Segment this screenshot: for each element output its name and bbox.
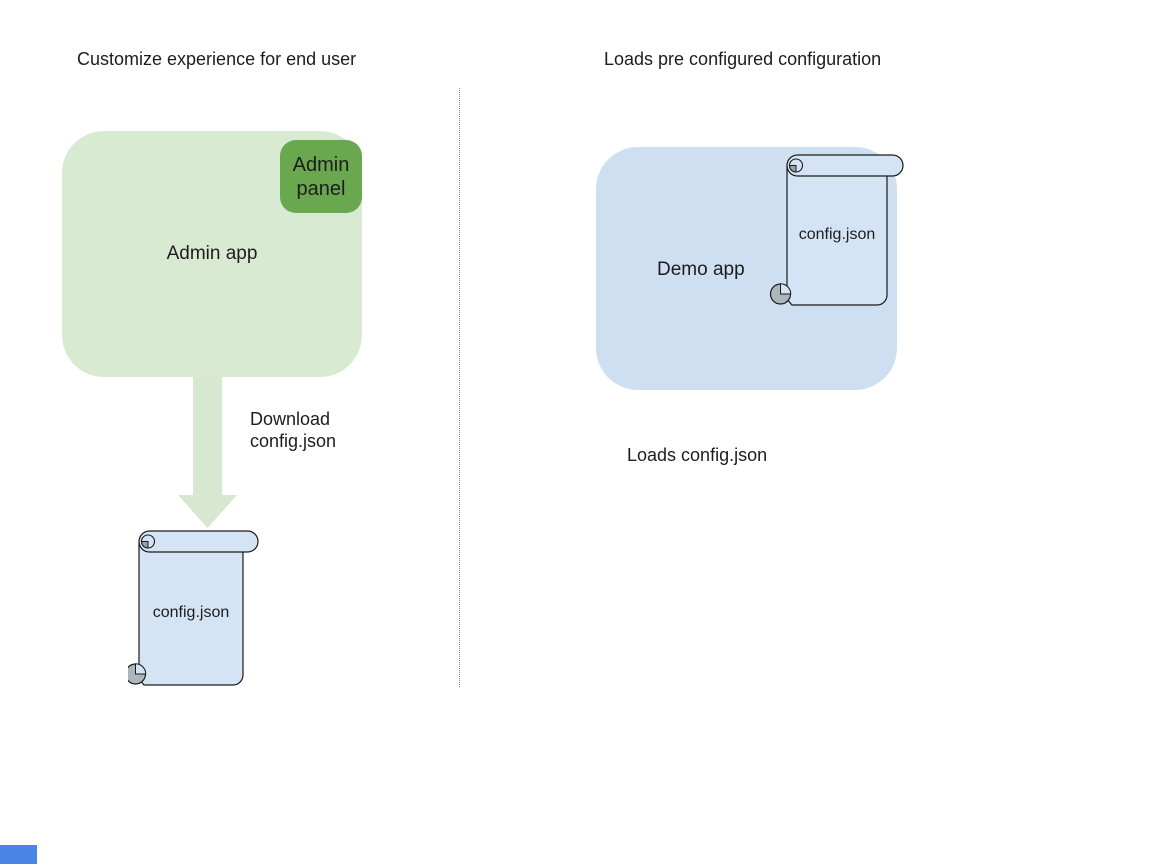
config-json-scroll-icon: config.json bbox=[128, 530, 259, 686]
config-json-scroll-icon: config.json bbox=[769, 154, 904, 306]
scroll-body bbox=[786, 165, 888, 306]
scroll-bottom-curl-paper bbox=[135, 663, 147, 675]
scroll-bottom-curl-paper bbox=[780, 283, 792, 295]
scroll-top-curl-shading bbox=[788, 165, 797, 173]
admin-panel-label: Admin panel bbox=[292, 153, 350, 200]
left-section-title: Customize experience for end user bbox=[77, 49, 357, 69]
loads-config-caption: Loads config.json bbox=[627, 445, 768, 465]
config-json-label: config.json bbox=[153, 604, 230, 621]
admin-app-label: Admin app bbox=[166, 243, 258, 264]
download-config-caption: Download config.json bbox=[250, 409, 337, 451]
demo-app-label: Demo app bbox=[657, 259, 745, 280]
admin-panel-box: Admin panel bbox=[280, 140, 362, 213]
right-section-title: Loads pre configured configuration bbox=[604, 49, 882, 69]
corner-blue-square bbox=[0, 845, 37, 864]
download-arrow-shape bbox=[178, 377, 237, 528]
config-json-label: config.json bbox=[799, 226, 876, 243]
scroll-top-roll bbox=[138, 530, 259, 553]
scroll-top-curl-shading bbox=[140, 541, 149, 549]
scroll-top-roll bbox=[786, 154, 904, 177]
download-arrow-icon bbox=[178, 377, 237, 528]
scroll-body bbox=[138, 541, 244, 686]
section-divider-line bbox=[459, 88, 460, 687]
